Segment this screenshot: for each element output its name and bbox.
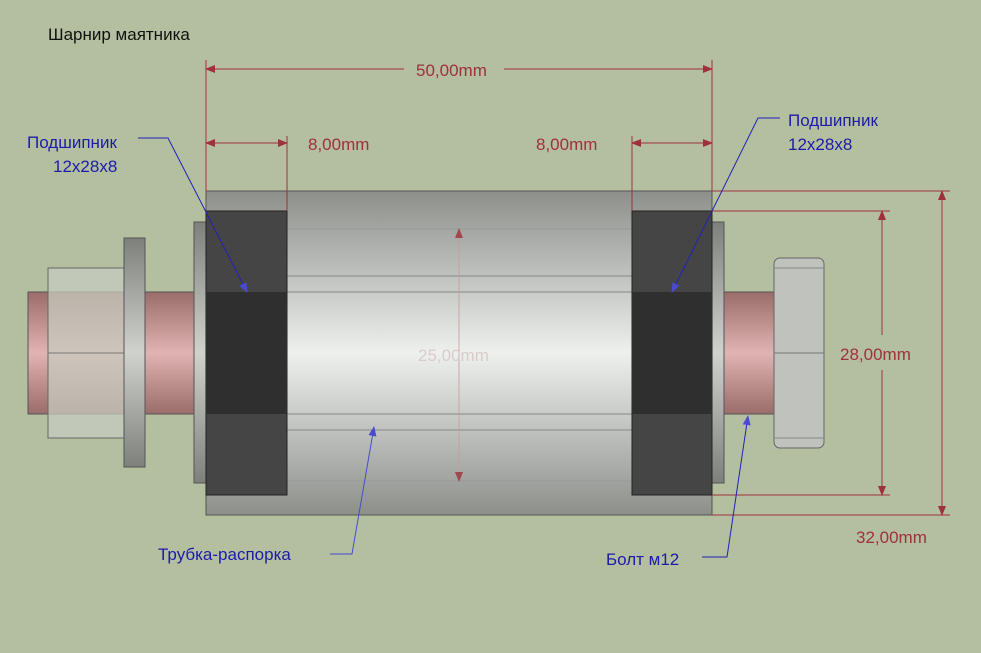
dimension-left-bearing-width <box>205 136 288 211</box>
right-spacer-ring <box>711 221 725 484</box>
dimension-tube-inner-diameter-label: 25,00mm <box>418 346 489 365</box>
left-spacer-ring <box>193 221 207 484</box>
callout-left-bearing-line1: Подшипник <box>27 133 117 152</box>
left-bearing <box>205 210 288 496</box>
callout-bolt <box>702 415 751 558</box>
left-washer <box>123 237 146 468</box>
callout-right-bearing <box>671 117 780 293</box>
callout-spacer-tube-label: Трубка-распорка <box>158 545 291 564</box>
dimension-tube-outer-diameter <box>712 190 950 516</box>
dimension-tube-outer-diameter-label: 32,00mm <box>856 528 927 547</box>
dimension-bearing-outer-diameter <box>712 210 890 496</box>
callout-right-bearing-line2: 12x28x8 <box>788 135 852 154</box>
dimension-bearing-outer-diameter-label: 28,00mm <box>840 345 911 364</box>
diagram-title: Шарнир маятника <box>48 25 190 44</box>
dimension-right-bearing-width <box>631 136 713 211</box>
bolt-head <box>773 257 825 449</box>
dimension-left-bearing-width-label: 8,00mm <box>308 135 369 154</box>
callout-left-bearing <box>138 137 248 293</box>
callout-left-bearing-line2: 12x28x8 <box>53 157 117 176</box>
callout-right-bearing-line1: Подшипник <box>788 111 878 130</box>
dimension-right-bearing-width-label: 8,00mm <box>536 135 597 154</box>
dimension-overall-length <box>205 60 713 191</box>
dimension-overall-length-label: 50,00mm <box>416 61 487 80</box>
right-bearing <box>631 210 713 496</box>
callout-spacer-tube <box>330 426 377 555</box>
callout-bolt-label: Болт м12 <box>606 550 679 569</box>
left-nut <box>47 267 125 439</box>
